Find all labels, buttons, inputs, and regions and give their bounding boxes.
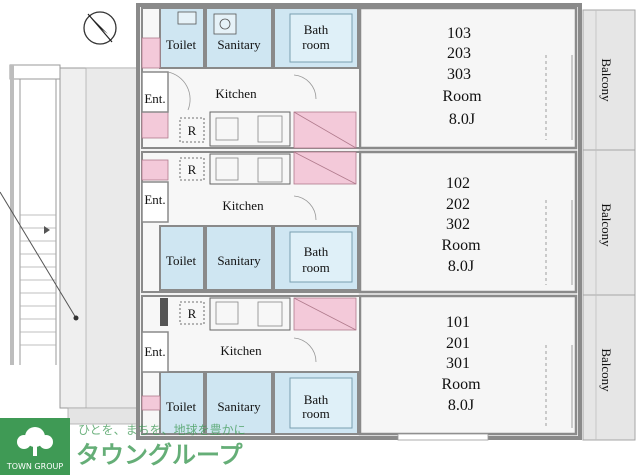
kitchen-label: Kitchen — [220, 343, 262, 358]
refrigerator-label: R — [188, 162, 197, 177]
unit-number: 302 — [446, 216, 470, 233]
room-type: Room — [441, 237, 481, 254]
sanitary-label: Sanitary — [217, 37, 261, 52]
unit-number: 303 — [447, 66, 471, 83]
entrance-label: Ent. — [144, 344, 165, 359]
watermark-tagline: ひとを、まちを、地球を豊かに — [78, 423, 246, 437]
unit-number: 103 — [447, 25, 471, 42]
town-group-watermark: TOWN GROUP ひとを、まちを、地球を豊かに タウングループ — [0, 418, 246, 475]
toilet-label: Toilet — [166, 253, 197, 268]
room-type: Room — [442, 88, 482, 105]
balcony-label: Balcony — [599, 203, 614, 247]
entrance-label: Ent. — [144, 91, 165, 106]
bath-label-line1: Bath — [304, 22, 329, 37]
unit-bottom — [141, 294, 578, 441]
kitchen-label: Kitchen — [215, 86, 257, 101]
balcony-label: Balcony — [599, 348, 614, 392]
unit-number: 102 — [446, 175, 470, 192]
unit-top — [141, 6, 578, 150]
kitchen-label: Kitchen — [222, 198, 264, 213]
room-size: 8.0J — [449, 111, 475, 128]
north-compass-icon — [83, 11, 117, 45]
balcony-strip — [582, 9, 636, 441]
unit-number: 301 — [446, 355, 470, 372]
toilet-label: Toilet — [166, 37, 197, 52]
bath-label-line2: room — [302, 260, 329, 275]
refrigerator-label: R — [188, 306, 197, 321]
sanitary-label: Sanitary — [217, 399, 261, 414]
labels: Toilet Sanitary Bath room Ent. Kitchen R… — [144, 22, 614, 421]
unit-number: 201 — [446, 335, 470, 352]
balcony-label: Balcony — [599, 58, 614, 102]
sanitary-label: Sanitary — [217, 253, 261, 268]
unit-number: 203 — [447, 45, 471, 62]
bath-label-line1: Bath — [304, 392, 329, 407]
room-size: 8.0J — [448, 258, 474, 275]
watermark-brand: タウングループ — [76, 441, 244, 469]
unit-number: 101 — [446, 314, 470, 331]
tree-logo-icon — [17, 427, 53, 456]
stair-corridor-area — [0, 64, 141, 425]
bath-label-line2: room — [302, 37, 329, 52]
room-type: Room — [441, 376, 481, 393]
room-size: 8.0J — [448, 397, 474, 414]
unit-number: 202 — [446, 196, 470, 213]
refrigerator-label: R — [188, 123, 197, 138]
entrance-label: Ent. — [144, 192, 165, 207]
logo-text: TOWN GROUP — [6, 462, 64, 471]
unit-middle — [141, 150, 578, 294]
toilet-label: Toilet — [166, 399, 197, 414]
bath-label-line2: room — [302, 406, 329, 421]
bath-label-line1: Bath — [304, 244, 329, 259]
